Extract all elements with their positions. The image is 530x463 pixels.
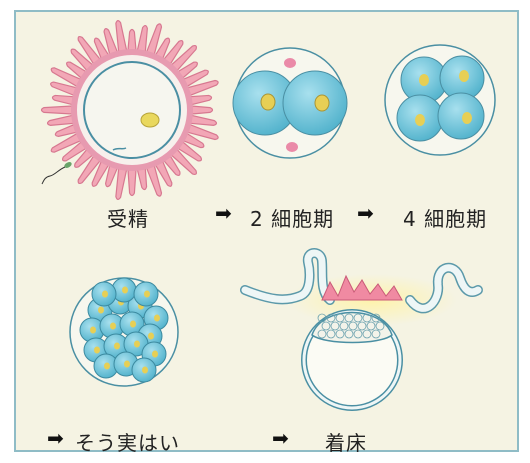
fertilization-egg — [42, 21, 219, 200]
arrow-icon: ➡ — [357, 201, 374, 225]
implantation-embryo — [245, 253, 478, 408]
four-cell-embryo — [385, 45, 495, 155]
arrow-icon: ➡ — [47, 426, 64, 450]
label-four-cell: 4 細胞期 — [403, 203, 487, 232]
arrow-icon: ➡ — [215, 201, 232, 225]
label-two-cell: 2 細胞期 — [250, 203, 334, 232]
label-fertilization: 受精 — [107, 203, 149, 232]
label-implantation: 着床 — [325, 427, 367, 456]
arrow-icon: ➡ — [272, 426, 289, 450]
two-cell-embryo — [233, 48, 347, 158]
label-morula: そう実はい — [75, 427, 180, 456]
morula-embryo — [70, 278, 178, 386]
